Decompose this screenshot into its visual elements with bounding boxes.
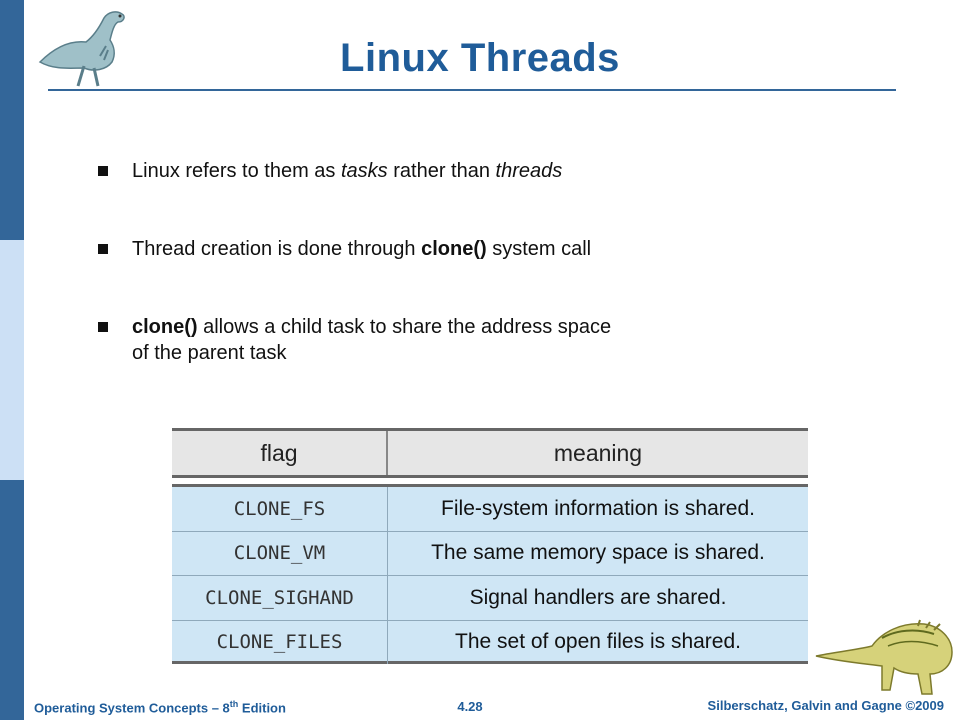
bullet-text-continuation: of the parent task xyxy=(132,342,287,364)
table-header: flag meaning xyxy=(172,428,808,478)
bullet-italic-term: tasks xyxy=(340,160,388,182)
footer-page-number: 4.28 xyxy=(457,699,483,714)
bullet-text: Linux refers to them as xyxy=(132,160,341,182)
header-meaning: meaning xyxy=(553,439,643,466)
footer-authors: Silberschatz, Galvin and Gagne ©2009 xyxy=(707,698,944,713)
sidebar-stripe-bottom xyxy=(0,480,24,720)
bullet-italic-term: threads xyxy=(495,160,563,182)
meaning-cell: File-system information is shared. xyxy=(441,496,755,520)
bullet-square-icon xyxy=(98,322,108,332)
table-row: CLONE_VM The same memory space is shared… xyxy=(172,531,808,576)
bullet-bold-term: clone() xyxy=(421,238,487,260)
bullet-item: Thread creation is done through clone() … xyxy=(96,236,796,262)
flag-cell: CLONE_VM xyxy=(172,531,388,575)
title-divider xyxy=(48,89,896,91)
flag-cell: CLONE_FILES xyxy=(172,620,388,664)
bullet-bold-term: clone() xyxy=(132,316,198,338)
flag-cell: CLONE_SIGHAND xyxy=(172,576,388,620)
bullet-item: clone() allows a child task to share the… xyxy=(96,314,796,366)
table-row: CLONE_FILES The set of open files is sha… xyxy=(172,620,808,664)
bullet-text: rather than xyxy=(387,160,496,182)
header-flag: flag xyxy=(172,431,388,475)
sidebar-stripe-middle xyxy=(0,240,24,480)
sidebar-stripe-top xyxy=(0,0,24,240)
meaning-cell: Signal handlers are shared. xyxy=(469,585,727,609)
dinosaur-illustration-icon xyxy=(815,619,953,695)
footer-book-title-main: Operating System Concepts – 8 xyxy=(34,700,230,716)
dinosaur-logo-icon xyxy=(38,11,125,87)
meaning-cell: The set of open files is shared. xyxy=(455,630,741,654)
table-body: CLONE_FS File-system information is shar… xyxy=(172,484,808,664)
bullet-text: system call xyxy=(486,238,592,260)
bullet-square-icon xyxy=(98,244,108,254)
flag-cell: CLONE_FS xyxy=(172,487,388,531)
bullet-item: Linux refers to them as tasks rather tha… xyxy=(96,158,796,184)
bullet-square-icon xyxy=(98,166,108,176)
clone-flags-table: flag meaning CLONE_FS File-system inform… xyxy=(172,428,808,664)
slide-title: Linux Threads xyxy=(340,36,620,80)
table-row: CLONE_SIGHAND Signal handlers are shared… xyxy=(172,576,808,621)
footer-edition-superscript: th xyxy=(229,699,239,709)
table-row: CLONE_FS File-system information is shar… xyxy=(172,487,808,532)
meaning-cell: The same memory space is shared. xyxy=(431,541,765,565)
bullet-text: allows a child task to share the address… xyxy=(197,316,612,338)
bullet-text: Thread creation is done through xyxy=(132,238,422,260)
bullet-list: Linux refers to them as tasks rather tha… xyxy=(96,158,796,366)
footer-book-title-tail: Edition xyxy=(238,700,286,716)
footer-book-title: Operating System Concepts – 8th Edition xyxy=(34,699,286,715)
